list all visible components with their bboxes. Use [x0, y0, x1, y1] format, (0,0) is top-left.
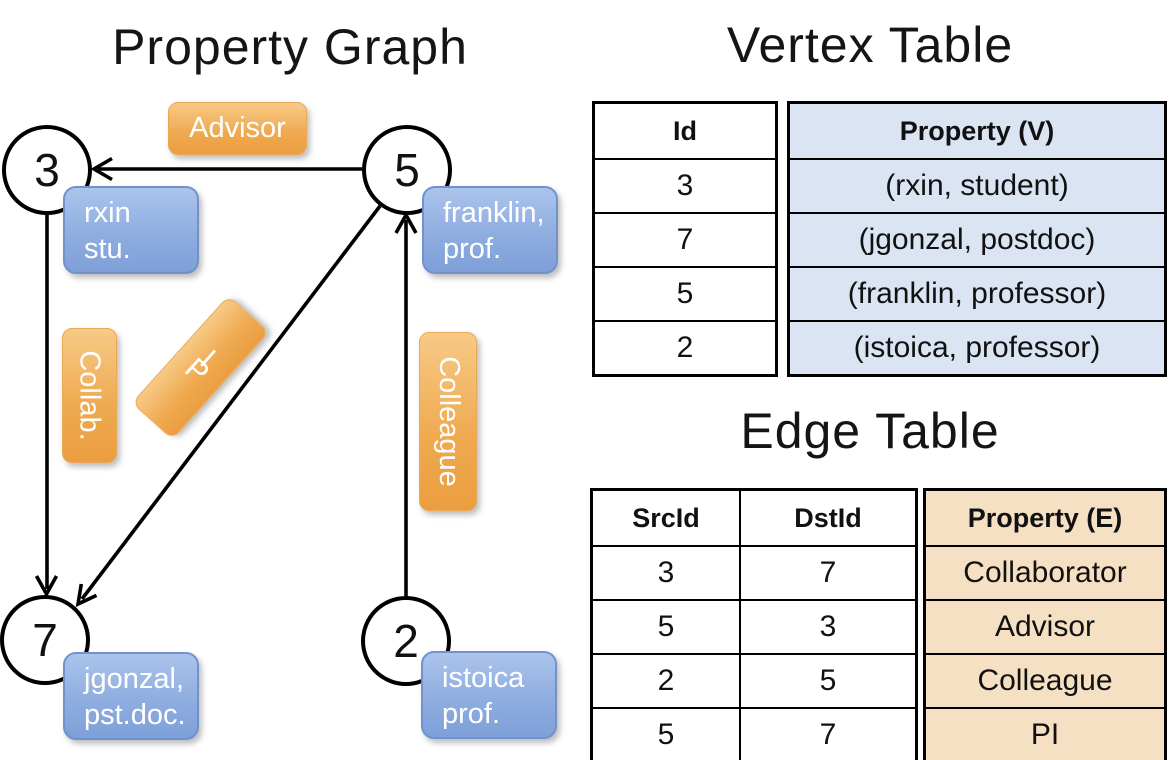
vertex-card-line1: rxin: [84, 197, 131, 229]
vertex-node-2: 2: [361, 596, 451, 686]
table-cell: 5: [593, 709, 741, 760]
vertex-table-property-column: Property (V) (rxin, student) (jgonzal, p…: [787, 101, 1167, 377]
vertex-card-line2: stu.: [84, 233, 131, 265]
vertex-id: 3: [34, 144, 60, 196]
edge-arrow-advisor: [90, 156, 362, 182]
vertex-card-line1: istoica: [442, 662, 525, 694]
vertex-card-line2: prof.: [442, 698, 501, 730]
table-cell: 5: [819, 664, 837, 697]
vertex-card-rxin: rxin stu.: [63, 186, 199, 274]
table-cell: 5: [595, 266, 775, 320]
edge-table-title: Edge Table: [740, 403, 1000, 459]
edge-label-text: Collab.: [74, 350, 106, 441]
vertex-card-line1: jgonzal,: [84, 663, 184, 695]
table-cell: 5: [593, 601, 741, 653]
edge-label-colleague: Colleague: [419, 332, 477, 511]
edge-table-id-columns: SrcId DstId 3 7 5 3 2 5 5 7: [590, 488, 918, 760]
edge-label-text: Advisor: [189, 112, 286, 144]
vertex-card-jgonzal: jgonzal, pst.doc.: [63, 652, 199, 740]
vertex-card-franklin: franklin, prof.: [422, 186, 558, 274]
table-cell: (istoica, professor): [790, 320, 1164, 374]
vertex-card-line1: franklin,: [443, 197, 545, 229]
edge-table-header-dstid: DstId: [794, 502, 862, 533]
edge-label-text: PI: [178, 343, 224, 391]
table-row: 5 3: [593, 599, 915, 653]
table-row: 2 5: [593, 653, 915, 707]
table-row: 5 7: [593, 707, 915, 760]
property-graph-title: Property Graph: [112, 19, 468, 75]
table-cell: (franklin, professor): [790, 266, 1164, 320]
table-cell: 3: [819, 610, 837, 643]
table-cell: Advisor: [926, 599, 1164, 653]
edge-table-header-row: SrcId DstId: [593, 491, 915, 545]
table-cell: (rxin, student): [790, 158, 1164, 212]
table-cell: 3: [593, 547, 741, 599]
edge-table-header-property: Property (E): [926, 491, 1164, 545]
vertex-id: 5: [394, 144, 420, 196]
vertex-table-header-id: Id: [673, 115, 697, 146]
edge-table-header-srcid: SrcId: [593, 491, 741, 545]
table-cell: Colleague: [926, 653, 1164, 707]
vertex-card-istoica: istoica prof.: [421, 651, 557, 739]
table-cell: 7: [595, 212, 775, 266]
edge-arrow-colleague: [394, 211, 418, 596]
edge-label-advisor: Advisor: [168, 102, 307, 155]
vertex-table-id-column: Id 3 7 5 2: [592, 101, 778, 377]
table-cell: (jgonzal, postdoc): [790, 212, 1164, 266]
table-cell: 2: [595, 320, 775, 374]
edge-arrow-collab: [34, 215, 59, 598]
table-row: 3 7: [593, 545, 915, 599]
table-cell: Collaborator: [926, 545, 1164, 599]
edge-table-property-column: Property (E) Collaborator Advisor Collea…: [923, 488, 1167, 760]
edge-arrow-pi: [75, 204, 382, 608]
vertex-card-line2: prof.: [443, 233, 502, 265]
table-cell: PI: [926, 707, 1164, 760]
vertex-id: 7: [32, 614, 58, 666]
vertex-id: 2: [393, 615, 419, 667]
graph-edges-canvas: [34, 156, 418, 608]
table-cell: 2: [593, 655, 741, 707]
table-cell: 7: [819, 718, 837, 751]
vertex-table-title: Vertex Table: [726, 17, 1014, 73]
table-cell: 7: [819, 556, 837, 589]
edge-label-text: Colleague: [432, 356, 465, 487]
edge-label-collab: Collab.: [62, 328, 117, 463]
vertex-card-line2: pst.doc.: [84, 699, 186, 731]
vertex-table-header-property: Property (V): [790, 104, 1164, 158]
table-cell: 3: [595, 158, 775, 212]
